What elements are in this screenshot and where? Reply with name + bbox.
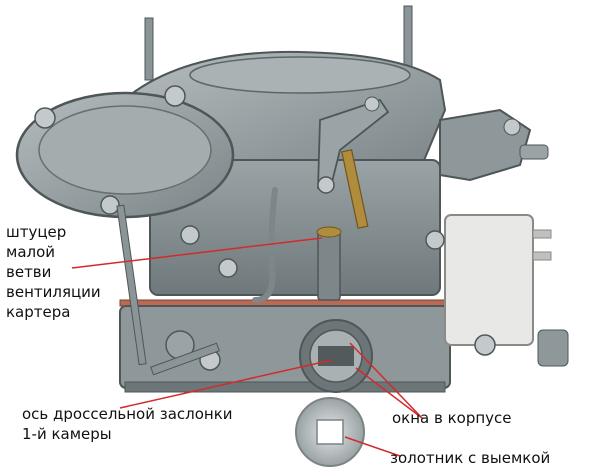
fitting-opening xyxy=(316,226,342,238)
leader-line-housing-window-1 xyxy=(349,342,423,419)
choke-nozzle xyxy=(519,144,549,160)
pump-rod xyxy=(116,204,147,366)
screw-head xyxy=(503,118,521,136)
screw-head xyxy=(180,225,200,245)
screw-head xyxy=(34,107,56,129)
diaphragm-inner xyxy=(38,105,212,195)
screw-head xyxy=(218,258,238,278)
linkage-arm xyxy=(150,342,220,376)
screw-head xyxy=(425,230,445,250)
screw-head xyxy=(164,85,186,107)
axis-slot xyxy=(318,346,354,366)
carburetor-illustration xyxy=(15,5,569,467)
spool-notch xyxy=(316,419,344,445)
label-throttle-axis: ось дроссельной заслонки 1-й камеры xyxy=(22,405,233,443)
label-spool: золотник с выемкой xyxy=(390,449,551,467)
leader-line-throttle-axis xyxy=(119,359,333,409)
leader-line-spool xyxy=(344,436,401,457)
leader-lines xyxy=(71,237,423,457)
leader-line-housing-window-2 xyxy=(355,367,423,419)
screw-head xyxy=(100,195,120,215)
side-fitting xyxy=(537,329,569,367)
microswitch-block xyxy=(444,214,534,346)
screw-head xyxy=(317,176,335,194)
label-housing-windows: окна в корпусе xyxy=(392,409,512,427)
lever-pivot xyxy=(364,96,380,112)
switch-terminal xyxy=(532,251,552,261)
ventilation-fitting xyxy=(317,229,341,301)
throttle-body-flange xyxy=(124,381,446,393)
screw-head xyxy=(474,334,496,356)
wire-tube xyxy=(252,187,278,303)
brass-screw xyxy=(341,149,369,229)
leader-line-hose-fitting xyxy=(71,237,323,269)
stud-right xyxy=(403,5,413,73)
stud-left xyxy=(144,17,154,81)
switch-terminal xyxy=(532,229,552,239)
cover-rim xyxy=(189,56,411,94)
label-hose-fitting: штуцер малой ветви вентиляции картера xyxy=(6,223,101,321)
